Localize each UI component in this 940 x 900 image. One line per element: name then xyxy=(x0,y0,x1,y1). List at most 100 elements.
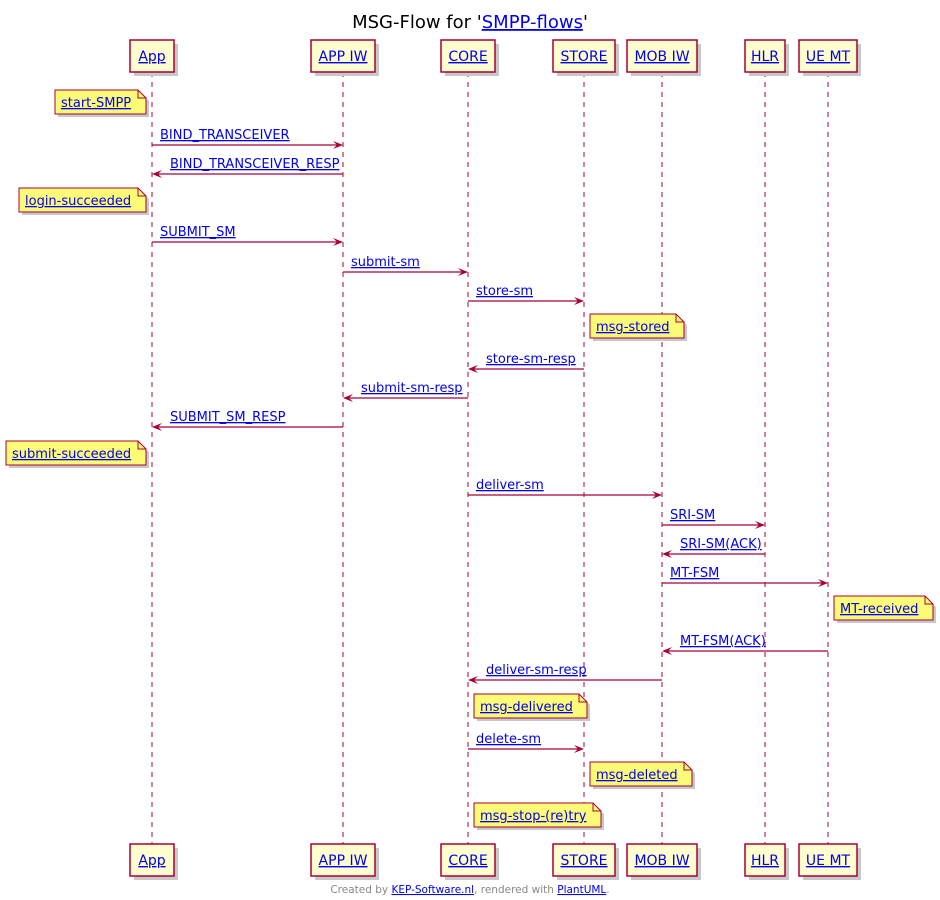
participant-mobiw-bottom[interactable]: MOB IW xyxy=(626,843,701,880)
note-label[interactable]: login-succeeded xyxy=(25,194,131,209)
participant-appiw-bottom[interactable]: APP IW xyxy=(310,843,379,880)
participant-label[interactable]: App xyxy=(138,49,165,65)
participant-uemt-bottom[interactable]: UE MT xyxy=(798,843,861,880)
participants-bottom: App APP IW CORE STORE MOB IW HLR UE MT xyxy=(129,843,861,880)
participant-mobiw-top[interactable]: MOB IW xyxy=(626,39,701,76)
arrow-head-icon xyxy=(662,647,672,655)
participant-label[interactable]: STORE xyxy=(560,853,607,869)
note-label[interactable]: msg-delivered xyxy=(480,700,573,715)
arrow-head-icon xyxy=(755,521,765,529)
message-1[interactable]: BIND_TRANSCEIVER xyxy=(152,128,343,149)
note-box xyxy=(473,802,602,828)
note-21: msg-deleted xyxy=(589,761,695,789)
note-label[interactable]: msg-stop-(re)try xyxy=(480,809,587,824)
note-label[interactable]: MT-received xyxy=(840,602,918,617)
message-label[interactable]: MT-FSM(ACK) xyxy=(680,634,766,649)
lifelines xyxy=(151,72,829,844)
arrow-head-icon xyxy=(468,676,478,684)
note-fold-icon xyxy=(137,90,146,99)
message-label[interactable]: SRI-SM(ACK) xyxy=(680,537,762,552)
participant-label[interactable]: HLR xyxy=(751,853,779,869)
note-box xyxy=(589,313,685,339)
arrow-head-icon xyxy=(662,550,672,558)
note-label[interactable]: msg-stored xyxy=(596,320,670,335)
message-17[interactable]: MT-FSM(ACK) xyxy=(662,634,828,655)
participant-app-top[interactable]: App xyxy=(129,39,178,76)
note-fold-icon xyxy=(675,314,684,323)
footer-link-plantuml[interactable]: PlantUML xyxy=(557,884,606,896)
arrow-head-icon xyxy=(574,297,584,305)
note-0: start-SMPP xyxy=(54,89,149,117)
message-6[interactable]: store-sm xyxy=(468,284,584,305)
participant-store-bottom[interactable]: STORE xyxy=(552,843,619,880)
participant-label[interactable]: MOB IW xyxy=(634,49,689,65)
message-label[interactable]: deliver-sm xyxy=(476,478,544,493)
participant-label[interactable]: App xyxy=(138,853,165,869)
participant-hlr-bottom[interactable]: HLR xyxy=(744,843,789,880)
message-label[interactable]: BIND_TRANSCEIVER_RESP xyxy=(170,157,340,172)
note-box xyxy=(5,440,147,466)
message-label[interactable]: SUBMIT_SM_RESP xyxy=(170,410,286,425)
message-label[interactable]: SRI-SM xyxy=(670,508,715,523)
message-label[interactable]: delete-sm xyxy=(476,732,541,747)
message-10[interactable]: SUBMIT_SM_RESP xyxy=(152,410,343,431)
participant-hlr-top[interactable]: HLR xyxy=(744,39,789,76)
message-13[interactable]: SRI-SM xyxy=(662,508,765,529)
arrow-head-icon xyxy=(152,423,162,431)
note-3: login-succeeded xyxy=(18,187,149,215)
participant-uemt-top[interactable]: UE MT xyxy=(798,39,861,76)
message-label[interactable]: store-sm-resp xyxy=(486,352,576,367)
note-box xyxy=(833,595,934,621)
arrow-head-icon xyxy=(343,394,353,402)
participant-label[interactable]: CORE xyxy=(448,49,487,65)
arrow-head-icon xyxy=(152,170,162,178)
message-label[interactable]: MT-FSM xyxy=(670,566,719,581)
note-box xyxy=(589,761,693,787)
participant-appiw-top[interactable]: APP IW xyxy=(310,39,379,76)
message-4[interactable]: SUBMIT_SM xyxy=(152,225,343,246)
footer-link-kep[interactable]: KEP-Software.nl xyxy=(391,884,474,896)
message-label[interactable]: deliver-sm-resp xyxy=(486,663,587,678)
message-18[interactable]: deliver-sm-resp xyxy=(468,663,662,684)
participant-label[interactable]: UE MT xyxy=(806,853,851,869)
note-label[interactable]: submit-succeeded xyxy=(12,447,131,462)
note-label[interactable]: msg-deleted xyxy=(596,768,678,783)
message-20[interactable]: delete-sm xyxy=(468,732,584,753)
participant-label[interactable]: APP IW xyxy=(319,853,368,869)
message-15[interactable]: MT-FSM xyxy=(662,566,828,587)
diagram-title: MSG-Flow for 'SMPP-flows' xyxy=(352,12,588,33)
participant-label[interactable]: MOB IW xyxy=(634,853,689,869)
message-9[interactable]: submit-sm-resp xyxy=(343,381,468,402)
message-2[interactable]: BIND_TRANSCEIVER_RESP xyxy=(152,157,343,178)
message-14[interactable]: SRI-SM(ACK) xyxy=(662,537,765,558)
participant-app-bottom[interactable]: App xyxy=(129,843,178,880)
message-8[interactable]: store-sm-resp xyxy=(468,352,584,373)
participant-label[interactable]: HLR xyxy=(751,49,779,65)
note-16: MT-received xyxy=(833,595,936,623)
message-label[interactable]: SUBMIT_SM xyxy=(160,225,236,240)
arrow-head-icon xyxy=(333,238,343,246)
footer: Created by KEP-Software.nl, rendered wit… xyxy=(330,884,609,896)
message-label[interactable]: store-sm xyxy=(476,284,533,299)
message-label[interactable]: submit-sm xyxy=(351,255,420,270)
message-5[interactable]: submit-sm xyxy=(343,255,468,276)
participant-label[interactable]: CORE xyxy=(448,853,487,869)
message-label[interactable]: submit-sm-resp xyxy=(361,381,463,396)
participant-store-top[interactable]: STORE xyxy=(552,39,619,76)
note-11: submit-succeeded xyxy=(5,440,149,468)
participant-core-bottom[interactable]: CORE xyxy=(440,843,499,880)
note-label[interactable]: start-SMPP xyxy=(61,96,131,111)
note-box xyxy=(54,89,147,115)
note-fold-icon xyxy=(137,188,146,197)
participant-core-top[interactable]: CORE xyxy=(440,39,499,76)
note-7: msg-stored xyxy=(589,313,687,341)
events: start-SMPP BIND_TRANSCEIVER BIND_TRANSCEIV… xyxy=(5,89,936,830)
participant-label[interactable]: UE MT xyxy=(806,49,851,65)
message-12[interactable]: deliver-sm xyxy=(468,478,662,499)
participant-label[interactable]: APP IW xyxy=(319,49,368,65)
participant-label[interactable]: STORE xyxy=(560,49,607,65)
message-label[interactable]: BIND_TRANSCEIVER xyxy=(160,128,290,143)
note-box xyxy=(18,187,147,213)
title-link[interactable]: SMPP-flows xyxy=(482,12,583,33)
